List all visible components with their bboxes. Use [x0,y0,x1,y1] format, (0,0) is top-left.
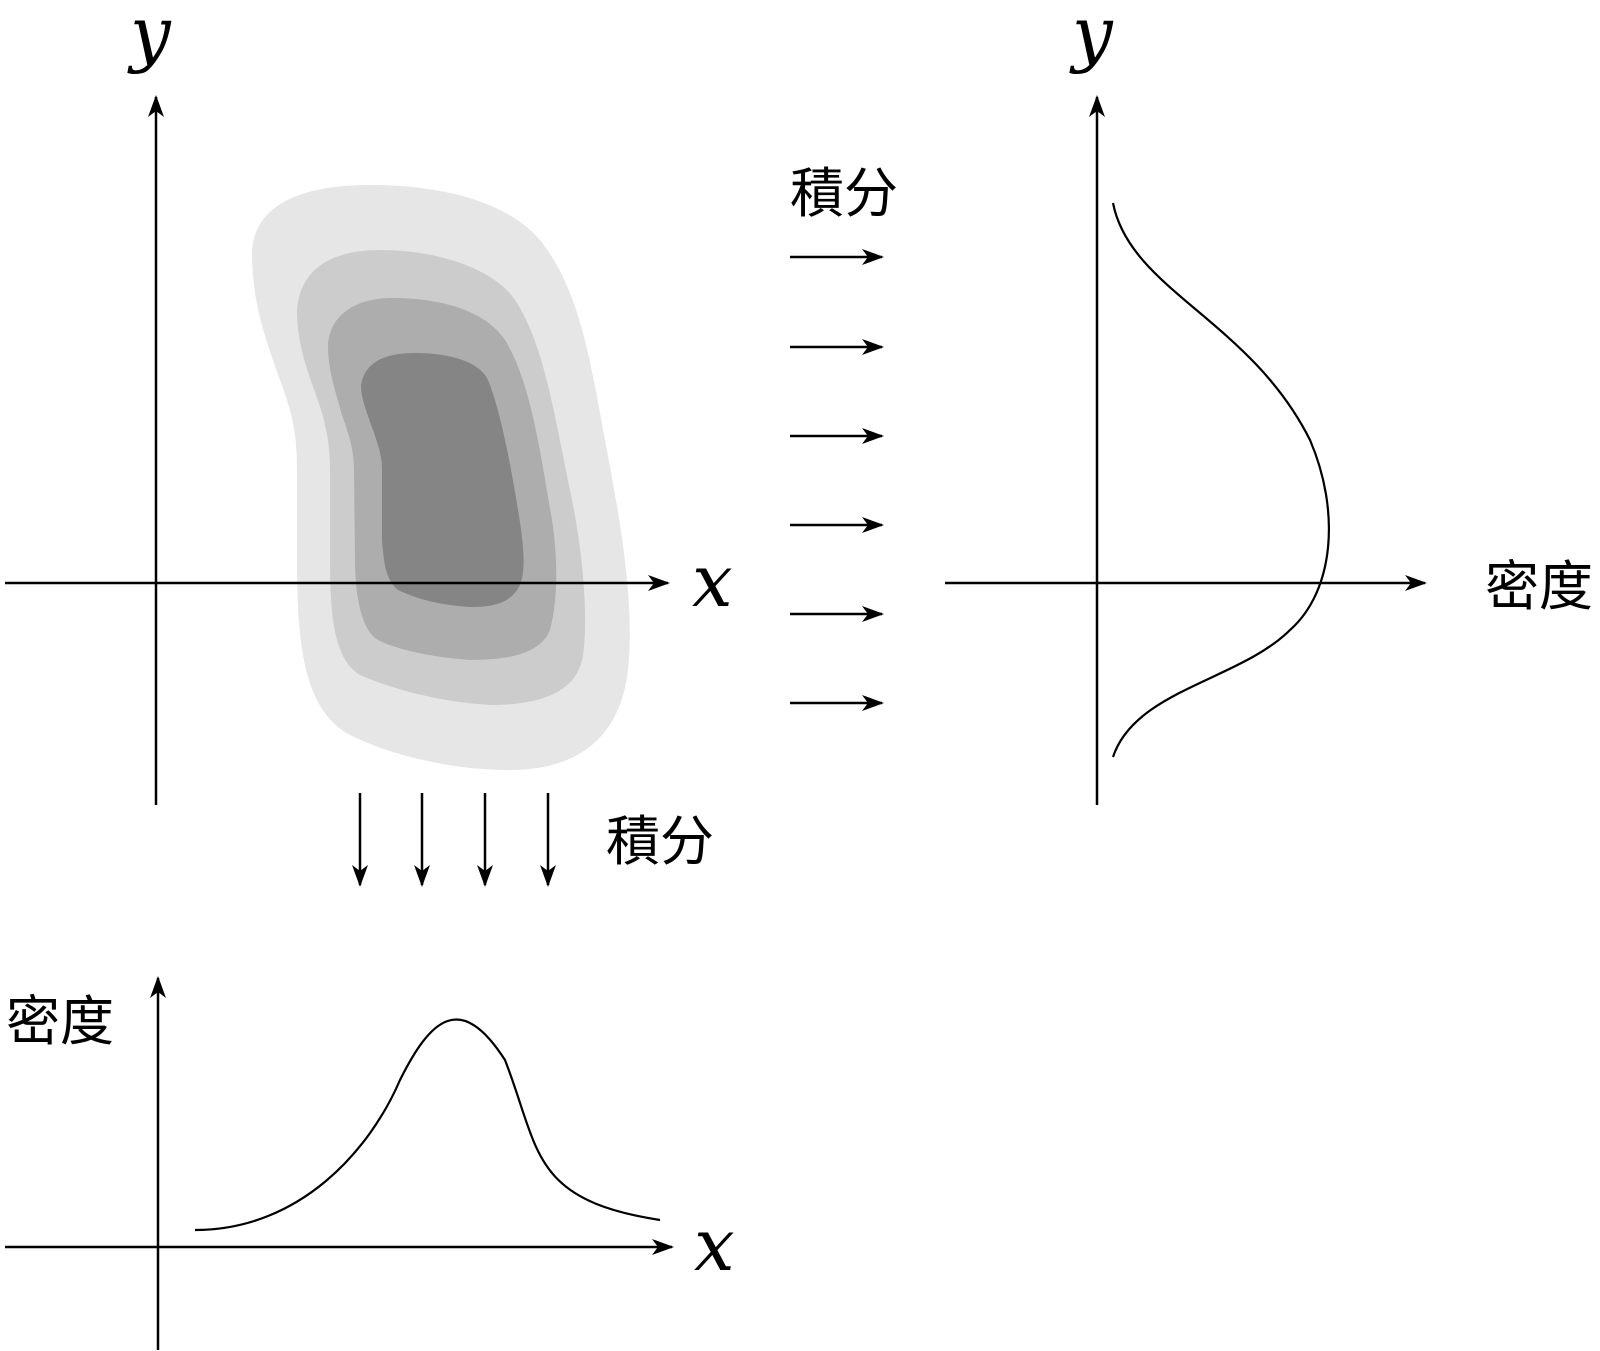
joint-density-panel: x y [5,0,733,805]
x-marginal-density-curve [194,1018,661,1232]
integrate-over-y-arrows: 積分 [352,793,714,887]
integrate-over-x-arrows: 積分 [790,162,898,711]
x-marginal-panel: 密度 x [5,976,735,1350]
contour-level-4 [361,353,524,607]
y-marginal-panel: y 密度 [945,0,1593,805]
right-y-axis-label: y [1069,0,1114,75]
main-x-axis-label: x [692,539,733,623]
bottom-density-axis-label: 密度 [6,990,114,1053]
integrate-right-label: 積分 [790,162,898,225]
integrate-down-label: 積分 [606,810,714,873]
right-density-axis-label: 密度 [1485,555,1593,618]
y-marginal-density-curve [1111,202,1330,758]
density-contours [252,185,630,770]
main-y-axis-label: y [127,0,172,75]
bottom-x-axis-label: x [694,1203,735,1287]
